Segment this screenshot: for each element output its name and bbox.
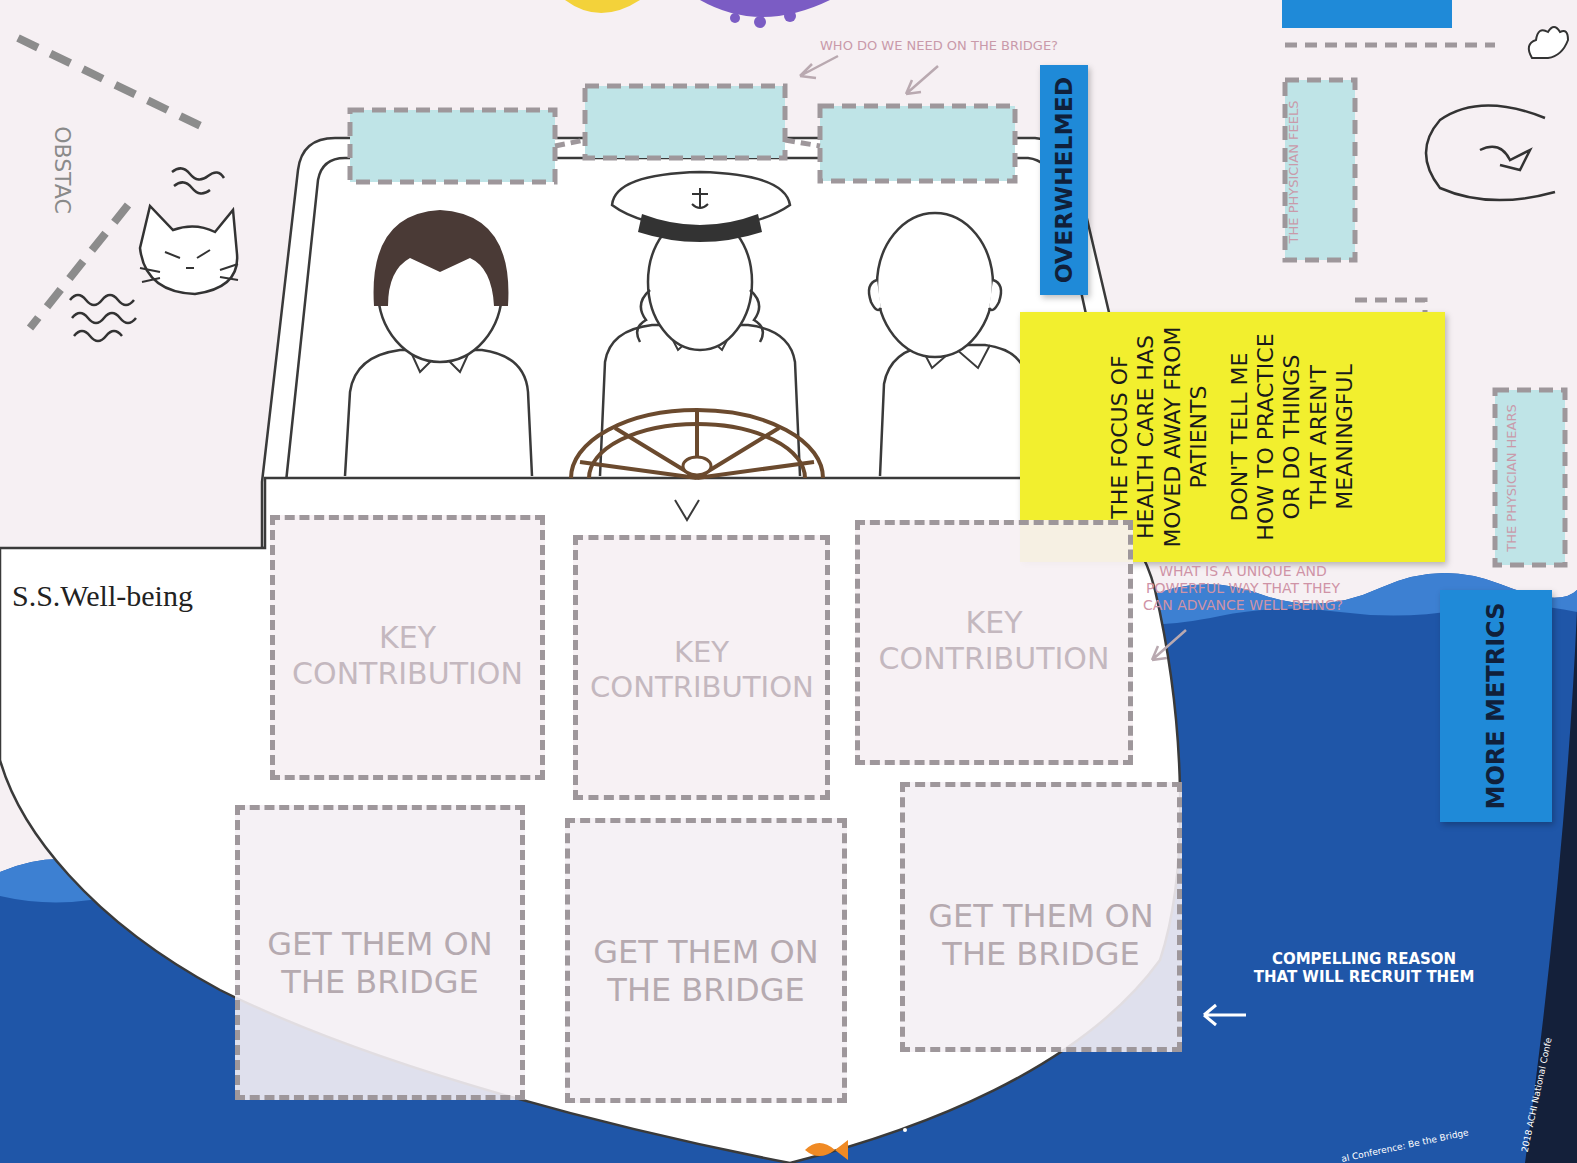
text-holder: KEY CONTRIBUTION bbox=[287, 620, 528, 692]
wheel-spokes bbox=[580, 410, 814, 478]
name-slot bbox=[820, 106, 1015, 181]
hears-slot bbox=[1495, 390, 1565, 565]
top-dot bbox=[784, 10, 796, 22]
cat-face bbox=[140, 250, 238, 282]
recruit-box: GET THEM ON THE BRIDGE bbox=[565, 818, 847, 1103]
prompt-text: WHAT IS A UNIQUE AND POWERFUL WAY THAT T… bbox=[1136, 563, 1350, 613]
sticky-note: OVERWHELMED bbox=[1040, 65, 1088, 295]
leader-arrow bbox=[1204, 1005, 1246, 1025]
bubble bbox=[908, 1118, 912, 1122]
captain-hat-brim bbox=[638, 214, 762, 242]
top-dot bbox=[730, 13, 740, 23]
text-holder: GET THEM ON THE BRIDGE bbox=[252, 925, 508, 1002]
recruit-box: GET THEM ON THE BRIDGE bbox=[235, 805, 525, 1100]
box-prompt: GET THEM ON THE BRIDGE bbox=[252, 925, 508, 1002]
name-slot bbox=[585, 86, 785, 158]
prompt-text: THE PHYSICIAN HEARS bbox=[1504, 404, 1520, 552]
note-text: DON'T TELL ME HOW TO PRACTICE OR DO THIN… bbox=[1226, 326, 1358, 548]
leader-arrow bbox=[800, 56, 838, 78]
partial-note bbox=[1282, 0, 1452, 28]
note-text: OVERWHELMED bbox=[1050, 76, 1078, 284]
recruit-box: GET THEM ON THE BRIDGE bbox=[900, 782, 1182, 1052]
slot-link bbox=[1285, 43, 1495, 48]
note-text: THE FOCUS OF HEALTH CARE HAS MOVED AWAY … bbox=[1107, 326, 1213, 548]
obstacle-border bbox=[30, 205, 128, 328]
name-slot bbox=[350, 110, 555, 182]
text-holder: KEY CONTRIBUTION bbox=[590, 635, 813, 705]
note-text: MORE METRICS bbox=[1482, 600, 1511, 812]
hand-icon bbox=[1529, 27, 1568, 58]
region-title: OBSTAC bbox=[49, 126, 75, 214]
slot-link bbox=[555, 140, 820, 146]
text-holder: THE FOCUS OF HEALTH CARE HAS MOVED AWAY … bbox=[1107, 326, 1359, 548]
crew-figure bbox=[880, 345, 1032, 476]
text-holder: GET THEM ON THE BRIDGE bbox=[582, 933, 830, 1010]
bubble bbox=[903, 1128, 907, 1132]
box-prompt: KEY CONTRIBUTION bbox=[872, 605, 1116, 677]
anchor-symbol bbox=[692, 188, 708, 208]
wheel-hub bbox=[683, 457, 711, 475]
contribution-box: KEY CONTRIBUTION bbox=[270, 515, 545, 780]
text-holder: MORE METRICS bbox=[1482, 600, 1511, 812]
contribution-box: KEY CONTRIBUTION bbox=[573, 535, 830, 800]
box-prompt: KEY CONTRIBUTION bbox=[287, 620, 528, 692]
crew-ears bbox=[869, 280, 1001, 310]
feels-slot bbox=[1285, 80, 1355, 260]
cat-scribble bbox=[70, 295, 136, 341]
box-prompt: GET THEM ON THE BRIDGE bbox=[917, 897, 1165, 974]
prompt-text: THE PHYSICIAN FEELS bbox=[1286, 101, 1302, 244]
captain-hair bbox=[637, 290, 763, 342]
top-decoration bbox=[565, 0, 640, 13]
text-holder: GET THEM ON THE BRIDGE bbox=[917, 897, 1165, 974]
box-prompt: KEY CONTRIBUTION bbox=[590, 635, 813, 705]
top-dot bbox=[754, 16, 766, 28]
captain-hat bbox=[612, 172, 790, 229]
leader-arrow bbox=[1152, 630, 1186, 660]
ship-wheel bbox=[571, 410, 823, 478]
box-prompt: GET THEM ON THE BRIDGE bbox=[582, 933, 830, 1010]
sticky-note: MORE METRICS bbox=[1440, 590, 1552, 822]
crew-head bbox=[877, 213, 993, 357]
ear-outline bbox=[1426, 105, 1555, 200]
text-holder: KEY CONTRIBUTION bbox=[872, 605, 1116, 677]
prompt-text: WHO DO WE NEED ON THE BRIDGE? bbox=[820, 38, 1058, 54]
leader-arrow bbox=[906, 66, 938, 94]
cat-scribble bbox=[172, 168, 224, 193]
top-decoration bbox=[700, 0, 830, 17]
obstacle-border bbox=[18, 38, 205, 128]
ear-detail bbox=[1480, 147, 1530, 170]
text-holder: OVERWHELMED bbox=[1050, 76, 1078, 284]
ship-name: S.S.Well-being bbox=[12, 578, 193, 614]
cat-head bbox=[140, 206, 237, 294]
crew-figure bbox=[345, 350, 532, 476]
hull-mark bbox=[675, 500, 699, 520]
contribution-box: KEY CONTRIBUTION bbox=[855, 520, 1133, 765]
crew-hair bbox=[374, 210, 509, 306]
fish bbox=[805, 1140, 848, 1160]
prompt-text: COMPELLING REASON THAT WILL RECRUIT THEM bbox=[1248, 950, 1480, 986]
